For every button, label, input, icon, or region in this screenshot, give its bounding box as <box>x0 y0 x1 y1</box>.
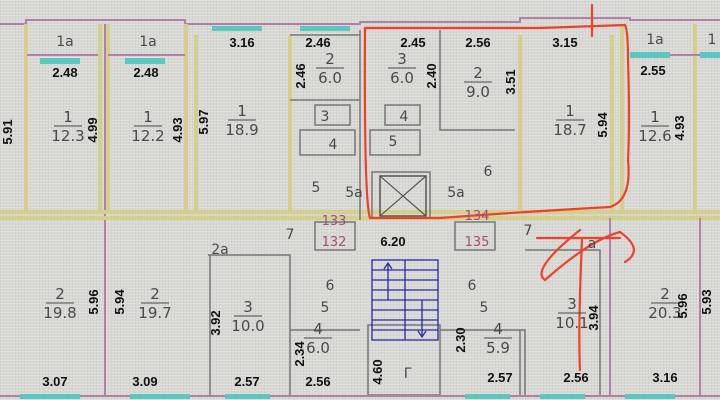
dimension-label: 2.56 <box>563 370 588 385</box>
room-area: 6.0 <box>318 69 342 87</box>
dimension-label: 3.07 <box>42 374 67 389</box>
dimension-label: 4.93 <box>170 117 185 142</box>
room-number: 1 <box>565 102 575 120</box>
dimension-label: 2.57 <box>234 374 259 389</box>
room-area: 12.3 <box>51 127 84 145</box>
dimension-label: 2.40 <box>424 63 439 88</box>
room-area: 5.9 <box>486 339 510 357</box>
room-tag: 5а <box>345 185 363 201</box>
room-number: 1 <box>143 108 153 126</box>
room-area: 10.1 <box>555 314 588 332</box>
room-number: 3 <box>243 298 253 316</box>
room-number: 1 <box>63 108 73 126</box>
dimension-label: 2.46 <box>305 35 330 50</box>
room-tag: 5 <box>321 300 330 316</box>
room-tag: 6 <box>484 164 493 180</box>
room-tag: 5 <box>312 180 321 196</box>
stair-number: 133 <box>322 214 347 229</box>
room-tag: Г <box>404 366 413 382</box>
room-number: 2 <box>660 285 670 303</box>
dimension-label: 2.34 <box>292 341 307 367</box>
dimension-label: 3.16 <box>652 370 677 385</box>
balcony-label: 1а <box>139 34 157 50</box>
room-number: 2 <box>473 64 483 82</box>
stair-number: 132 <box>322 235 347 250</box>
dimension-label: 4.60 <box>370 359 385 384</box>
room-area: 9.0 <box>466 83 490 101</box>
room-number: 3 <box>397 50 407 68</box>
room-tag: 4 <box>329 137 338 153</box>
room-number: 3 <box>567 295 577 313</box>
dimension-label: 5.96 <box>86 289 101 314</box>
room-area: 18.9 <box>225 121 258 139</box>
dimension-label: 3.94 <box>586 305 601 331</box>
room-tag: 5 <box>389 134 398 150</box>
room-tag: а <box>588 236 597 252</box>
room-area: 6.0 <box>306 339 330 357</box>
dimension-label: 5.96 <box>675 293 690 318</box>
room-tag: 3 <box>321 109 330 125</box>
dimension-label: 3.15 <box>552 35 577 50</box>
dimension-label: 2.56 <box>305 374 330 389</box>
balcony-label: 1 <box>708 32 717 48</box>
balcony-label: 1а <box>56 34 74 50</box>
room-tag: 5а <box>447 185 465 201</box>
dimension-label: 2.45 <box>400 35 425 50</box>
dimension-label: 2.55 <box>640 63 665 78</box>
dimension-label: 2.48 <box>133 65 158 80</box>
room-area: 12.6 <box>638 127 671 145</box>
red-marker-outline <box>363 3 635 372</box>
dimension-label: 3.92 <box>208 310 223 335</box>
dimension-label: 4.99 <box>85 117 100 142</box>
room-number: 4 <box>493 320 503 338</box>
dimension-label: 2.30 <box>453 327 468 352</box>
stair-number: 134 <box>465 209 490 224</box>
room-number: 1 <box>650 108 660 126</box>
dimension-label: 2.46 <box>293 63 308 88</box>
room-area: 18.7 <box>553 121 586 139</box>
room-tag: 6 <box>326 278 335 294</box>
room-area: 6.0 <box>390 69 414 87</box>
room-area: 20.3 <box>648 304 681 322</box>
dimension-label: 5.97 <box>196 109 211 134</box>
room-number: 2 <box>150 285 160 303</box>
dimension-label: 2.48 <box>52 65 77 80</box>
dimension-label: 3.51 <box>503 69 518 94</box>
dimension-label: 2.56 <box>465 35 490 50</box>
dimension-label: 5.94 <box>595 112 610 138</box>
elevator-shaft <box>379 175 427 217</box>
room-tag: 4 <box>400 109 409 125</box>
balcony-label: 1а <box>646 32 664 48</box>
dimension-label: 5.94 <box>112 289 127 315</box>
dimension-label: 6.20 <box>380 234 405 249</box>
dimension-label: 5.91 <box>0 119 15 144</box>
room-area: 19.8 <box>43 304 76 322</box>
windows <box>20 26 720 399</box>
room-tag: 6 <box>468 278 477 294</box>
room-number: 4 <box>313 320 323 338</box>
dimension-label: 2.57 <box>487 370 512 385</box>
room-number: 2 <box>325 50 335 68</box>
walls <box>0 17 720 397</box>
room-area: 12.2 <box>131 127 164 145</box>
dimension-label: 3.16 <box>229 35 254 50</box>
room-tag: 7 <box>524 223 533 239</box>
dimension-label: 3.09 <box>132 374 157 389</box>
stair-number: 135 <box>465 235 490 250</box>
room-tag: 5 <box>480 300 489 316</box>
room-area: 10.0 <box>231 317 264 335</box>
dimension-label: 4.93 <box>672 115 687 140</box>
staircase <box>371 259 439 341</box>
room-tag: 2а <box>211 242 229 258</box>
room-tag: 7 <box>286 227 295 243</box>
room-number: 2 <box>55 285 65 303</box>
room-number: 1 <box>237 102 247 120</box>
dimension-label: 5.93 <box>699 289 714 314</box>
room-area: 19.7 <box>138 304 171 322</box>
